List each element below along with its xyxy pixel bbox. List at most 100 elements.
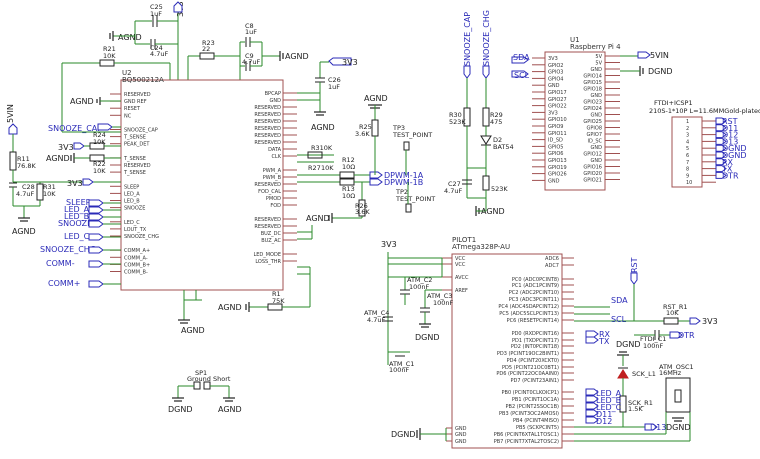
ftdi-subtitle: 210S-1*10P L=11.6MMGold-plated black [649, 107, 760, 115]
gnd-symbol-icon [223, 397, 235, 402]
ftdi-pin-number: 10 [686, 180, 692, 186]
u2-left-pin-label: SNOOZE [124, 206, 145, 212]
u1-right-pin-label: GPIO23 [583, 100, 602, 106]
ftdi-net-label: DGND [722, 144, 747, 153]
c8-ref: C8 [245, 22, 254, 30]
pilot-right-pin-label: PD5 (PCINT21OC0BT1) [502, 365, 559, 371]
pilot-right-pin-label: PC0 (ADC0PCINT8) [512, 277, 559, 283]
u2-right-pin-label: DATA [268, 147, 281, 153]
caps-dgnd-label: DGND [415, 333, 440, 342]
tp2-ref: TP2 [395, 188, 408, 196]
power-flag-icon [73, 142, 85, 150]
atm-c2-value: 100nF [409, 283, 430, 291]
u1-pins: 3V3GPIO2GPIO3GPIO4GNDGPIO17GPIO27GPIO223… [532, 54, 638, 184]
led-dgnd-label: DGND [616, 340, 641, 349]
pilot-ref: PILOT1 [452, 236, 476, 244]
reset-network: RST RST_R1 10K 3V3 FTDI_C1 100nF DTR SDA… [574, 257, 718, 350]
u1-right-pin-label: GPIO18 [583, 87, 602, 93]
u2-right-pin-label: RESERVED [254, 224, 281, 230]
pilot-right-pin-label: PB0 (PCINT0CLKOICP1) [502, 390, 560, 396]
pilot-left-pin-label: GND [455, 432, 467, 438]
agnd-c9-label: AGND [285, 52, 309, 61]
net-flag-icon [630, 272, 638, 285]
u2-right-pin-label: PMOD [266, 196, 281, 202]
power-flag-icon [82, 178, 94, 186]
net-flag-icon [88, 206, 104, 214]
tp3-ref: TP3 [392, 124, 405, 132]
atm-c1-value: 100nF [389, 366, 410, 374]
net-flag-icon [644, 423, 658, 431]
u1-dgnd-label: DGND [648, 67, 673, 76]
r11-ref: R11 [17, 155, 30, 163]
ftdi-body [671, 116, 703, 188]
ftdi-pin-number: 7 [686, 160, 689, 166]
gnd-symbol-icon [279, 51, 284, 61]
u2-left-pin-label: SNOOZE_CHG [124, 234, 159, 240]
u1-right-pin-label: GND [591, 113, 603, 119]
ftdi-net-label: TX [721, 165, 733, 174]
led-b-pilot-net: LED_B [596, 396, 621, 405]
u2-left-pin-label: RESET [124, 106, 141, 112]
atm-c3-value: 100nF [433, 299, 454, 307]
ftdi-net-label: RX [722, 158, 734, 167]
pilot-sda-net: SDA [611, 296, 628, 305]
ftdi-pin-number: 4 [686, 139, 689, 145]
net-flag-icon [88, 233, 104, 241]
u1-right-pin-label: GPIO12 [583, 152, 602, 158]
net-flag-icon [511, 70, 529, 78]
d12-pilot-net: D12 [596, 417, 612, 426]
u1-right-pin-label: GPIO8 [587, 126, 602, 132]
dpwm-1a-net: DPWM-1A [384, 171, 424, 180]
c28-value: 4.7uF [16, 190, 34, 198]
ftdi-icsp-header: FTDI+ICSP1 210S-1*10P L=11.6MMGold-plate… [649, 99, 760, 188]
u1-left-pin-label: GPIO5 [548, 144, 563, 150]
ftdi-pin-number: 9 [686, 173, 689, 179]
u2-left-pin-label: RESERVED [124, 92, 151, 98]
net-flag-icon [88, 280, 104, 288]
u1-right-pin-label: GPIO7 [587, 132, 602, 138]
gnd-symbol-icon [328, 213, 333, 223]
u2-part: BQ500212A [122, 76, 164, 84]
r24-ref: R24 [93, 131, 106, 139]
ftdi-net-label: D13 [722, 137, 738, 146]
power-flag-icon [173, 1, 183, 13]
sleep-net: SLEEP [66, 198, 91, 207]
gnd-symbol-icon [70, 153, 75, 163]
net-flag-icon [369, 171, 383, 179]
u2-body [120, 79, 284, 291]
u1-right-pin-label: 5V [595, 61, 602, 67]
pilot-tx-net: TX [598, 337, 610, 346]
gnd-symbol-icon [245, 302, 250, 312]
r12-value: 10Ω [342, 163, 355, 171]
gnd-symbol-icon [617, 351, 629, 356]
r29-ref: R29 [490, 111, 503, 119]
pilot-right-pin-label: PD7 (PCINT23AIN1) [511, 378, 560, 384]
u2-left-network: 5VIN R11 76.8K C28 4.7uF R31 10K AGND AG… [6, 97, 121, 288]
pilot-right-pin-label: PB7 (PCINT7XTAL2TOSC2) [494, 439, 559, 445]
ftdi-net-label: D11 [722, 124, 738, 133]
pilot-body [451, 253, 563, 449]
comm-minus-net: COMM- [46, 259, 75, 268]
u1-right-pin-label: GPIO15 [583, 80, 602, 86]
u2-right-pin-label: BUZ_AC [261, 238, 281, 244]
pilot-left-pin-label: AREF [455, 288, 468, 294]
u1-left-pin-label: GPIO22 [548, 104, 567, 110]
gnd-symbol-icon [109, 31, 114, 41]
rst-3v3-label: 3V3 [702, 317, 718, 326]
rst-r1-value: 10K [666, 309, 679, 317]
r27-label: R27 [308, 164, 321, 172]
pilot-right-pin-label: PD3 (PCINT19OC2BINT1) [497, 351, 559, 357]
u1-left-pin-label: GPIO3 [548, 70, 563, 76]
top-capacitor-strip: C25 1uF C24 4.7uF AGND 3V3 R23 22 C8 1uF [61, 1, 358, 132]
sck-l1-ref: SCK_L1 [632, 370, 656, 378]
snooze-chg-vert-net: SNOOZE_CHG [482, 10, 491, 66]
pilot-right-pin-label: PB4 (PCINT4MISO) [513, 418, 559, 424]
pilot-right-pin-label: ADC7 [545, 263, 559, 269]
pilot-right-pin-label: PD2 (INT0PCINT18) [511, 344, 559, 350]
pilot-right-pin-label: PB5 (SCKPCINT5) [516, 425, 559, 431]
u1-left-pin-label: GPIO9 [548, 124, 563, 130]
r31-ref: R31 [43, 183, 56, 191]
pilot-right-pin-label: PB2 (PCINT2SSOC1B) [506, 404, 560, 410]
